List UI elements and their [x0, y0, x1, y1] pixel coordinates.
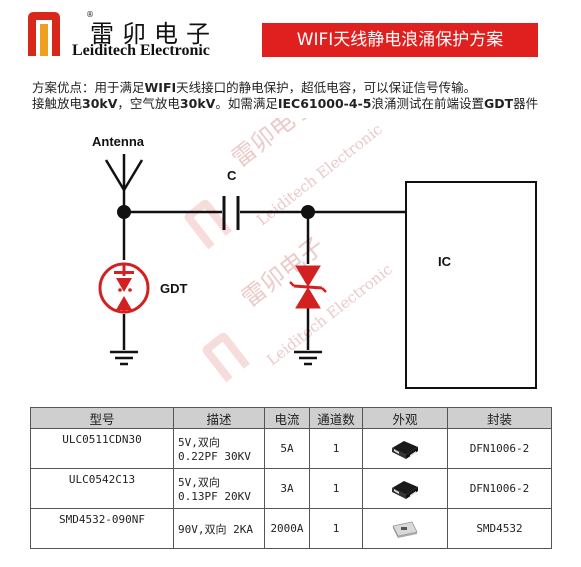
col-header-package: 封装 — [447, 407, 552, 429]
company-logo: 雷卯电子 ® Leiditech Electronic — [26, 10, 236, 64]
ground-icon — [110, 350, 138, 366]
junction-dot — [117, 205, 131, 219]
table-header-row: 型号 描述 电流 通道数 外观 封装 — [30, 407, 552, 429]
circuit-diagram: 雷卯电子 Leiditech Electronic 雷卯电子 Leiditech… — [0, 118, 581, 398]
brand-name-cn: 雷卯电子 — [90, 20, 218, 48]
cell-current: 3A — [264, 468, 310, 509]
gdt-label: GDT — [160, 281, 188, 296]
desc-line: 5V,双向 — [178, 476, 220, 489]
advantages-line-2: 接触放电30kV，空气放电30kV。如需满足IEC61000-4-5浪涌测试在前… — [32, 96, 538, 112]
col-header-model: 型号 — [30, 407, 174, 429]
antenna-icon — [104, 154, 144, 212]
cell-model: ULC0511CDN30 — [30, 428, 174, 469]
cell-package: SMD4532 — [447, 508, 552, 549]
desc-line: 90V,双向 2KA — [178, 522, 253, 536]
adv-bold: GDT — [483, 96, 514, 111]
adv-bold: IEC61000-4-5 — [277, 96, 372, 111]
antenna-label: Antenna — [92, 134, 145, 149]
smd-gdt-icon — [392, 521, 418, 538]
gdt-icon — [98, 262, 150, 314]
capacitor-icon — [222, 196, 240, 230]
cell-appearance — [362, 468, 448, 509]
cell-channels: 1 — [309, 468, 363, 509]
registered-mark: ® — [86, 10, 94, 19]
adv-text: 浪涌测试在前端设置 — [371, 96, 484, 111]
cell-appearance — [362, 508, 448, 549]
table-row: SMD4532-090NF 90V,双向 2KA 2000A 1 SMD4532 — [30, 508, 552, 549]
dfn-chip-icon — [392, 440, 418, 459]
ic-label: IC — [438, 254, 452, 269]
advantages-text: 方案优点：用于满足WIFI天线接口的静电保护，超低电容，可以保证信号传输。 接触… — [32, 80, 538, 112]
cell-appearance — [362, 428, 448, 469]
signal-wire — [122, 210, 406, 350]
brand-name-en: Leiditech Electronic — [72, 42, 210, 59]
cell-channels: 1 — [309, 428, 363, 469]
tvs-diode-icon — [289, 265, 327, 309]
desc-line: 0.13PF 20KV — [178, 490, 251, 503]
adv-bold: 30kV — [179, 96, 216, 111]
ic-block — [405, 181, 537, 389]
col-header-current: 电流 — [264, 407, 310, 429]
solution-title-banner: WIFI天线静电浪涌保护方案 — [262, 23, 538, 57]
cell-package: DFN1006-2 — [447, 468, 552, 509]
cell-current: 5A — [264, 428, 310, 469]
ground-icon — [294, 350, 322, 366]
leiditech-logo-icon — [28, 12, 60, 56]
adv-bold: 30kV — [82, 96, 118, 111]
schematic: Antenna C GDT — [92, 134, 537, 389]
desc-line: 5V,双向 — [178, 436, 220, 449]
adv-text: ，空气放电 — [117, 96, 180, 111]
col-header-appearance: 外观 — [362, 407, 448, 429]
desc-line: 0.22PF 30KV — [178, 450, 251, 463]
adv-text: 天线接口的静电保护，超低电容，可以保证信号传输。 — [176, 80, 477, 95]
col-header-channels: 通道数 — [309, 407, 363, 429]
cell-model: ULC0542C13 — [30, 468, 174, 509]
col-header-desc: 描述 — [173, 407, 265, 429]
cell-channels: 1 — [309, 508, 363, 549]
adv-text: 器件 — [513, 96, 539, 111]
watermark-logo-icon — [202, 332, 250, 383]
cell-desc: 90V,双向 2KA — [173, 508, 265, 549]
cell-package: DFN1006-2 — [447, 428, 552, 469]
dfn-chip-icon — [392, 480, 418, 499]
adv-text: 。如需满足 — [215, 96, 278, 111]
adv-bold: WIFI — [144, 80, 177, 95]
junction-dot — [301, 205, 315, 219]
cell-current: 2000A — [264, 508, 310, 549]
adv-text: 接触放电 — [32, 96, 83, 111]
advantages-line-1: 方案优点：用于满足WIFI天线接口的静电保护，超低电容，可以保证信号传输。 — [32, 80, 538, 96]
capacitor-label: C — [227, 168, 237, 183]
adv-text: 方案优点：用于满足 — [32, 80, 145, 95]
cell-model: SMD4532-090NF — [30, 508, 174, 549]
